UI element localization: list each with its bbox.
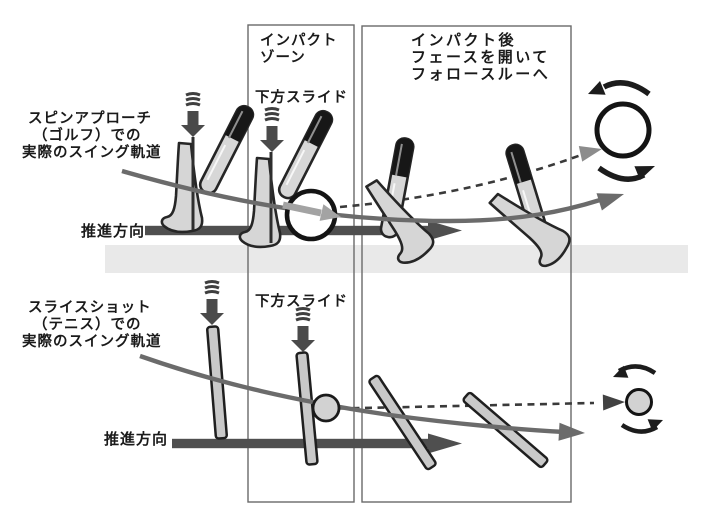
golf-propulsion-label: 推進方向 — [81, 222, 145, 240]
tennis-down-slide-label: 下方スライド — [255, 292, 348, 310]
golf-down-slide-label: 下方スライド — [255, 88, 348, 106]
club-grip — [390, 138, 414, 178]
backspin-arrow-top — [588, 80, 651, 97]
club-shaft — [277, 109, 334, 200]
after-impact-label-line2: フェースを開いて — [411, 48, 550, 66]
golf-swing-label-line3: 実際のスイング軌道 — [22, 143, 162, 161]
golf-swing-label-line2: （ゴルフ）での — [33, 126, 142, 144]
tennis-ball-impact — [311, 393, 341, 423]
golf-ball-flight-arrowhead — [578, 146, 602, 162]
golf-club-2 — [238, 107, 334, 249]
impact-direction-arrow — [282, 201, 341, 221]
golf-club-1 — [160, 92, 255, 234]
tennis-propulsion-label: 推進方向 — [104, 430, 168, 448]
tennis-swing-label-line1: スライスショット — [28, 300, 152, 316]
backspin-arrow-bottom — [620, 419, 663, 434]
tennis-ball-spinning — [625, 388, 653, 416]
golf-propulsion-arrow — [145, 220, 462, 241]
impact-zone-label-line1: インパクト — [260, 32, 338, 49]
golf-swing-path — [121, 168, 601, 224]
golf-ball-spinning — [594, 101, 652, 159]
golf-swing-label-line1: スピンアプローチ — [28, 110, 152, 127]
tennis-swing-label-line3: 実際のスイング軌道 — [22, 332, 162, 350]
club-shaft — [198, 104, 255, 195]
backspin-arrow-top — [613, 364, 657, 378]
golf-ball-flight-dashed-line — [339, 149, 593, 209]
backspin-arrow-bottom — [597, 165, 655, 182]
golf-club-4 — [488, 143, 571, 268]
downward-slide-arrow — [200, 280, 224, 325]
tennis-swing-label-line2: （テニス）での — [33, 315, 142, 333]
tennis-propulsion-arrow — [172, 433, 462, 454]
ground-band — [105, 245, 688, 273]
after-impact-box — [361, 25, 572, 503]
after-impact-label-line3: フォロースルーへ — [411, 65, 550, 83]
impact-zone-label-line2: ゾーン — [260, 49, 306, 66]
impact-zone-box — [247, 24, 355, 503]
downward-slide-arrow — [181, 92, 205, 137]
golf-swing-path-arrowhead — [596, 193, 624, 211]
tennis-racket-3 — [368, 374, 437, 471]
tennis-swing-path — [139, 353, 566, 435]
downward-slide-arrow — [260, 107, 284, 152]
downward-slide-arrow — [291, 307, 315, 352]
tennis-swing-path-arrowhead — [558, 422, 585, 441]
club-head — [488, 192, 571, 268]
after-impact-label-line1: インパクト後 — [411, 31, 516, 49]
tennis-ball-flight-arrowhead — [602, 394, 625, 411]
